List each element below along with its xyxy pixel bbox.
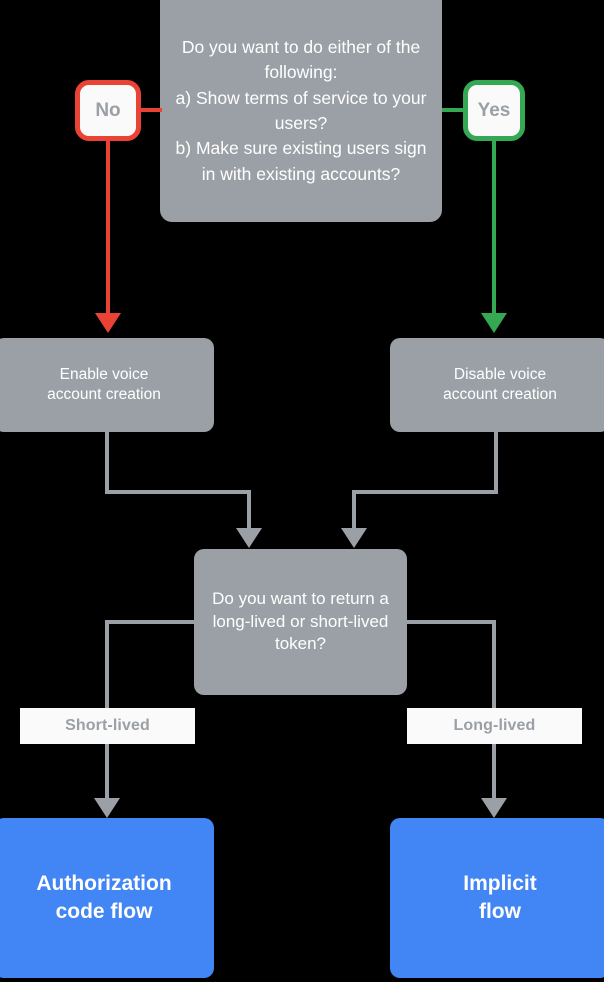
edge-disable-arrowhead [341, 528, 367, 548]
branch-badge-yes[interactable]: Yes [463, 80, 525, 141]
branch-badge-no-label: No [95, 99, 121, 121]
edge-label-short-lived-text: Short-lived [65, 717, 150, 734]
node-disable-voice-account-creation: Disable voice account creation [390, 338, 604, 432]
edge-label-short-lived: Short-lived [20, 708, 195, 744]
edge-short-lived-arrowhead [94, 798, 120, 818]
edge-no-arrowhead [95, 313, 121, 333]
edge-yes-vertical [492, 141, 496, 313]
node-enable-voice-label: Enable voice account creation [47, 365, 161, 403]
node-top-decision-label: Do you want to do either of the followin… [175, 36, 427, 184]
branch-badge-yes-label: Yes [477, 99, 511, 121]
edge-disable-down [494, 432, 498, 494]
edge-long-lived-arrowhead [481, 798, 507, 818]
edge-label-long-lived-text: Long-lived [453, 717, 536, 734]
node-enable-voice-account-creation: Enable voice account creation [0, 338, 214, 432]
edge-enable-down2 [247, 490, 251, 532]
node-implicit-flow-label: Implicit flow [463, 872, 537, 923]
edge-disable-down2 [352, 490, 356, 532]
edge-yes-arrowhead [481, 313, 507, 333]
edge-enable-down [105, 432, 109, 494]
edge-label-long-lived: Long-lived [407, 708, 582, 744]
node-authorization-code-flow: Authorization code flow [0, 818, 214, 978]
edge-yes-stub [442, 108, 468, 112]
node-authorization-code-flow-label: Authorization code flow [36, 872, 172, 923]
edge-no-stub [136, 108, 162, 112]
edge-enable-across [105, 490, 251, 494]
edge-long-lived-across [404, 620, 496, 624]
edge-enable-arrowhead [236, 528, 262, 548]
branch-badge-no[interactable]: No [75, 80, 141, 141]
node-token-decision-label: Do you want to return a long-lived or sh… [212, 589, 389, 654]
node-implicit-flow: Implicit flow [390, 818, 604, 978]
edge-disable-across [352, 490, 498, 494]
node-token-decision: Do you want to return a long-lived or sh… [194, 549, 407, 695]
node-top-decision: Do you want to do either of the followin… [160, 0, 442, 222]
edge-short-lived-across [105, 620, 197, 624]
edge-no-vertical [106, 141, 110, 313]
node-disable-voice-label: Disable voice account creation [443, 365, 557, 403]
